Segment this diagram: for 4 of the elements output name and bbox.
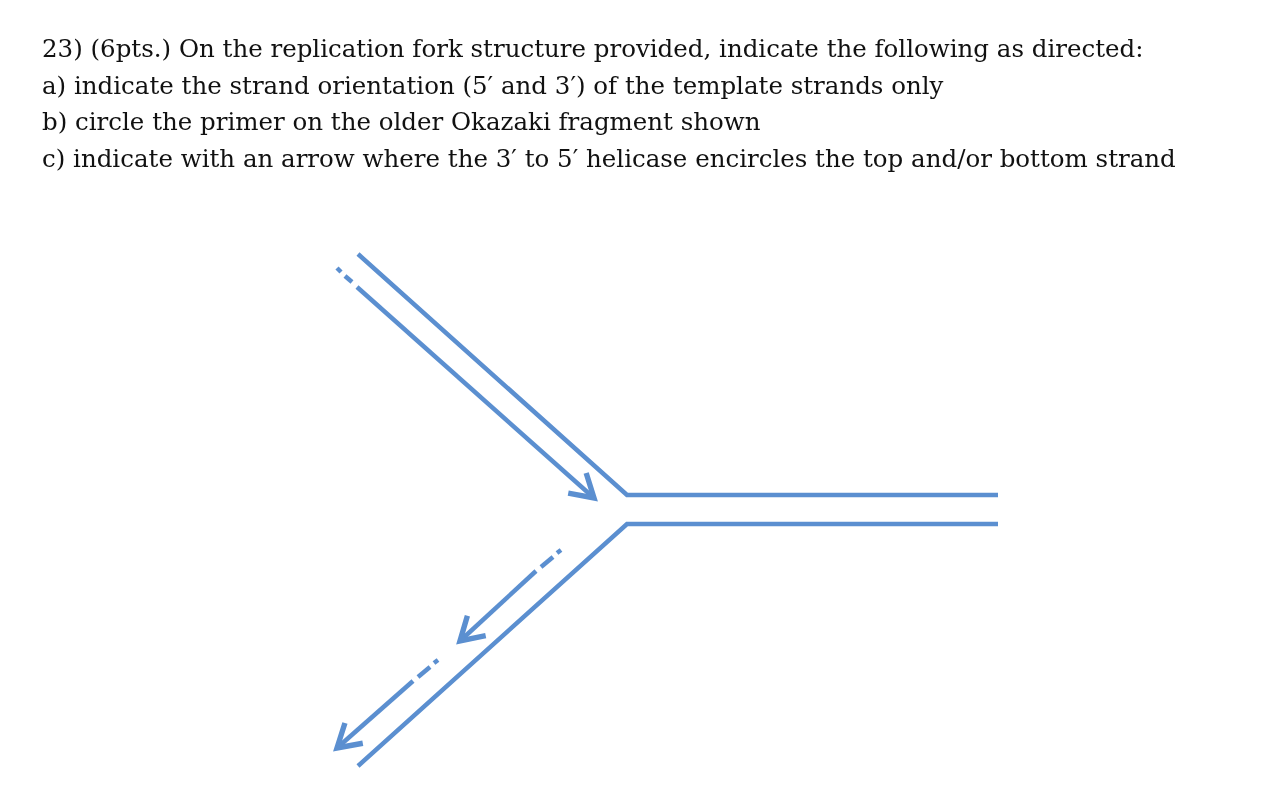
question-text: c) indicate with an arrow where the 3′ to 5′ helicase encircles the top and/or bottom strand [42,144,1176,173]
question-text: b) circle the primer on the older Okazaki fragment shown [42,107,761,136]
question-text: a) indicate the strand orientation (5′ and 3′) of the template strands only [42,71,944,100]
question-heading: 23) (6pts.) On the replication fork structure provided, indicate the following as directed: [42,34,1144,63]
